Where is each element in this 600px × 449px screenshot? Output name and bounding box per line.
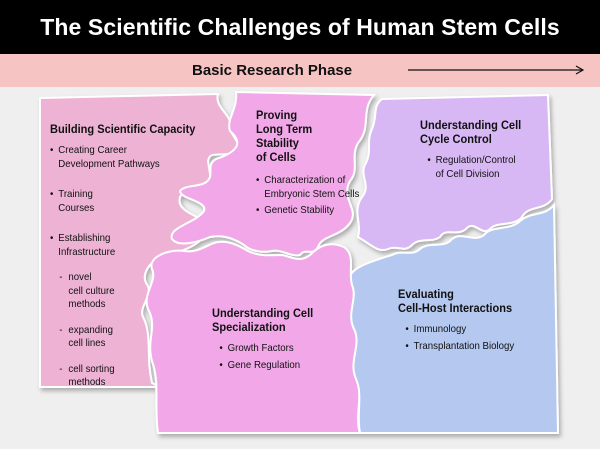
specialization-list: Growth Factors Gene Regulation	[219, 342, 336, 372]
cycle-heading: Understanding Cell Cycle Control	[420, 118, 522, 146]
list-item: Genetic Stability	[256, 204, 376, 218]
interactions-list: Immunology Transplantation Biology	[405, 323, 536, 353]
list-item: Characterization of Embryonic Stem Cells	[256, 174, 376, 201]
capacity-text: Building Scientific Capacity Creating Ca…	[50, 122, 216, 402]
cycle-list: Regulation/Control of Cell Division	[427, 154, 530, 181]
capacity-heading: Building Scientific Capacity	[50, 122, 196, 136]
list-item: Regulation/Control of Cell Division	[427, 154, 530, 181]
list-subitem: cell sorting methods	[50, 363, 216, 390]
list-item: Creating Career Development Pathways	[50, 144, 216, 171]
list-item: Training Courses	[50, 188, 216, 215]
interactions-text: Evaluating Cell-Host Interactions Immuno…	[398, 287, 536, 356]
list-item: Transplantation Biology	[405, 340, 536, 354]
stability-heading: Proving Long Term Stability of Cells	[256, 108, 313, 164]
list-subitem: expanding cell lines	[50, 324, 216, 351]
phase-arrow-icon	[408, 65, 585, 75]
cycle-text: Understanding Cell Cycle Control Regulat…	[420, 118, 530, 184]
capacity-list: Creating Career Development Pathways Tra…	[50, 144, 216, 390]
list-item: Growth Factors	[219, 342, 336, 356]
stability-text: Proving Long Term Stability of Cells Cha…	[256, 108, 376, 221]
page-title: The Scientific Challenges of Human Stem …	[0, 0, 600, 54]
list-item: Gene Regulation	[219, 359, 336, 373]
puzzle-diagram: Building Scientific Capacity Creating Ca…	[0, 87, 600, 449]
list-subitem: novel cell culture methods	[50, 271, 216, 312]
phase-label: Basic Research Phase	[192, 62, 353, 79]
specialization-text: Understanding Cell Specialization Growth…	[212, 306, 336, 375]
list-item: Establishing Infrastructure	[50, 232, 216, 259]
interactions-heading: Evaluating Cell-Host Interactions	[398, 287, 513, 315]
list-item: Immunology	[405, 323, 536, 337]
specialization-heading: Understanding Cell Specialization	[212, 306, 314, 334]
phase-banner: Basic Research Phase	[0, 54, 600, 87]
stability-list: Characterization of Embryonic Stem Cells…	[256, 174, 376, 218]
